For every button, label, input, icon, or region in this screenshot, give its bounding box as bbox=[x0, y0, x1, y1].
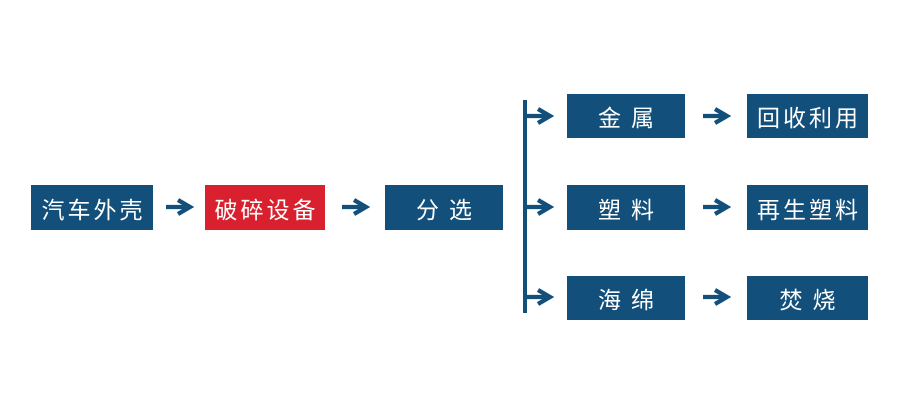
right-arrow-icon bbox=[342, 198, 371, 216]
right-arrow-icon bbox=[526, 107, 555, 125]
node-car-shell: 汽车外壳 bbox=[31, 185, 153, 230]
node-crushing-equipment: 破碎设备 bbox=[205, 185, 325, 230]
node-recycled-plastic-label: 再生塑料 bbox=[757, 196, 861, 223]
node-recycling-label: 回收利用 bbox=[757, 105, 861, 131]
branch-connector-line bbox=[523, 100, 527, 313]
right-arrow-icon bbox=[703, 107, 732, 125]
right-arrow-icon bbox=[703, 288, 732, 306]
node-sorting-label: 分选 bbox=[416, 196, 482, 223]
node-recycled-plastic: 再生塑料 bbox=[747, 185, 868, 230]
node-incineration-label: 焚烧 bbox=[779, 287, 846, 313]
node-incineration: 焚烧 bbox=[747, 276, 868, 320]
node-sponge-label: 海绵 bbox=[598, 287, 664, 313]
node-plastic: 塑料 bbox=[567, 185, 685, 230]
node-sponge: 海绵 bbox=[567, 276, 685, 320]
right-arrow-icon bbox=[526, 198, 555, 216]
node-crushing-equipment-label: 破碎设备 bbox=[214, 196, 319, 223]
node-metal: 金属 bbox=[567, 94, 685, 138]
node-sorting: 分选 bbox=[385, 185, 503, 230]
node-metal-label: 金属 bbox=[598, 105, 664, 131]
node-car-shell-label: 汽车外壳 bbox=[41, 196, 146, 223]
right-arrow-icon bbox=[703, 198, 732, 216]
node-recycling: 回收利用 bbox=[747, 94, 868, 138]
node-plastic-label: 塑料 bbox=[598, 196, 664, 223]
right-arrow-icon bbox=[166, 198, 195, 216]
right-arrow-icon bbox=[526, 288, 555, 306]
